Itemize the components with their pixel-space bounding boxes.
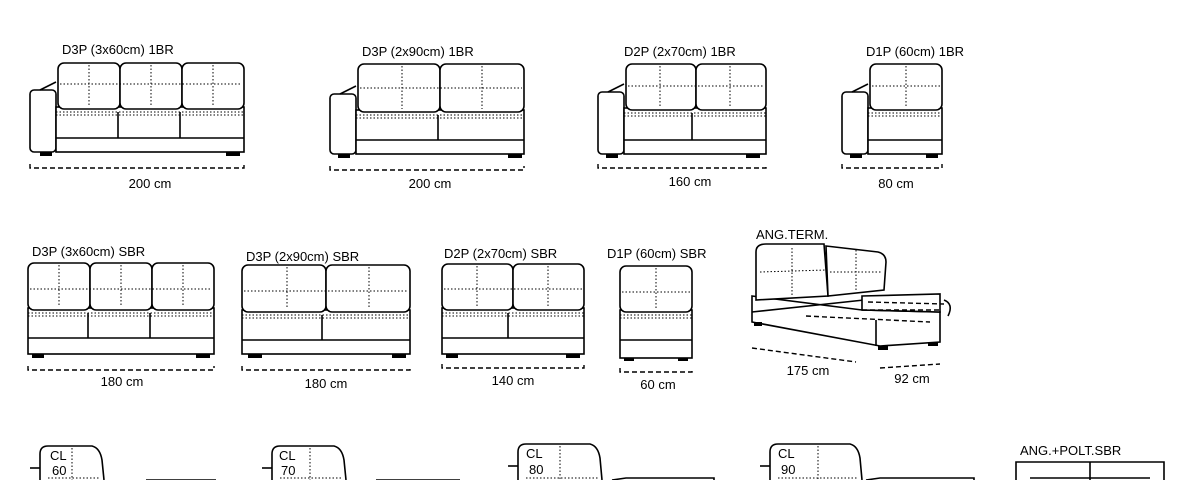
module-title: D3P (2x90cm) 1BR — [362, 44, 474, 59]
module-d1p-60-sbr: D1P (60cm) SBR 60 cm — [607, 246, 706, 392]
module-cl-70: CL 70 — [262, 445, 460, 480]
dimension-line-b — [879, 363, 941, 369]
module-size: 80 — [529, 462, 543, 477]
dimension-line — [619, 368, 693, 373]
sofa-drawing — [27, 262, 215, 358]
sofa-drawing — [597, 63, 767, 158]
module-cl-60: CL 60 — [30, 445, 216, 480]
module-title: D3P (2x90cm) SBR — [246, 249, 359, 264]
module-d3p-3x60-sbr: D3P (3x60cm) SBR 180 cm — [27, 244, 215, 389]
module-size: 70 — [281, 463, 295, 478]
module-cl-90: CL 90 — [760, 443, 975, 480]
module-code: CL — [50, 448, 67, 463]
module-title: D3P (3x60cm) SBR — [32, 244, 145, 259]
dimension-line — [27, 366, 215, 371]
dimension-line — [597, 164, 767, 169]
module-width: 180 cm — [101, 374, 144, 389]
module-d2p-2x70-sbr: D2P (2x70cm) SBR 140 cm — [441, 246, 585, 388]
dimension-line — [29, 164, 245, 169]
dimension-line-a — [751, 347, 857, 363]
module-title: D2P (2x70cm) 1BR — [624, 44, 736, 59]
module-title: D2P (2x70cm) SBR — [444, 246, 557, 261]
module-d3p-2x90-sbr: D3P (2x90cm) SBR 180 cm — [241, 249, 411, 391]
module-width: 160 cm — [669, 174, 712, 189]
module-width: 80 cm — [878, 176, 913, 191]
module-size: 90 — [781, 462, 795, 477]
module-width: 140 cm — [492, 373, 535, 388]
sofa-drawing — [29, 62, 245, 156]
sofa-drawing — [619, 265, 693, 361]
sofa-drawing — [841, 63, 943, 158]
sofa-drawing — [241, 264, 411, 358]
dimension-line — [841, 164, 943, 169]
module-width: 92 cm — [894, 371, 929, 386]
dimension-line — [329, 166, 525, 171]
module-d1p-60-1br: D1P (60cm) 1BR 80 cm — [841, 44, 964, 191]
dimension-line — [441, 364, 585, 369]
sofa-drawing — [441, 263, 585, 358]
module-title: D1P (60cm) SBR — [607, 246, 706, 261]
module-ang-term: ANG.TERM. 175 cm 92 cm — [751, 227, 952, 386]
module-title: ANG.TERM. — [756, 227, 828, 242]
module-cl-80: CL 80 — [508, 443, 715, 480]
module-width: 200 cm — [409, 176, 452, 191]
module-title: D3P (3x60cm) 1BR — [62, 42, 174, 57]
module-size: 60 — [52, 463, 66, 478]
module-width: 60 cm — [640, 377, 675, 392]
module-title: ANG.+POLT.SBR — [1020, 443, 1121, 458]
module-code: CL — [526, 446, 543, 461]
dimension-line — [241, 366, 411, 371]
module-code: CL — [778, 446, 795, 461]
module-d3p-2x90-1br: D3P (2x90cm) 1BR 200 cm — [329, 44, 525, 191]
sofa-drawing — [329, 63, 525, 158]
module-d2p-2x70-1br: D2P (2x70cm) 1BR 160 cm — [597, 44, 767, 189]
module-ang-polt-sbr: ANG.+POLT.SBR — [1015, 443, 1165, 480]
module-width: 180 cm — [305, 376, 348, 391]
corner-sofa-drawing — [751, 243, 952, 350]
module-depth: 175 cm — [787, 363, 830, 378]
module-d3p-3x60-1br: D3P (3x60cm) 1BR 200 cm — [29, 42, 245, 191]
module-title: D1P (60cm) 1BR — [866, 44, 964, 59]
module-width: 200 cm — [129, 176, 172, 191]
module-code: CL — [279, 448, 296, 463]
